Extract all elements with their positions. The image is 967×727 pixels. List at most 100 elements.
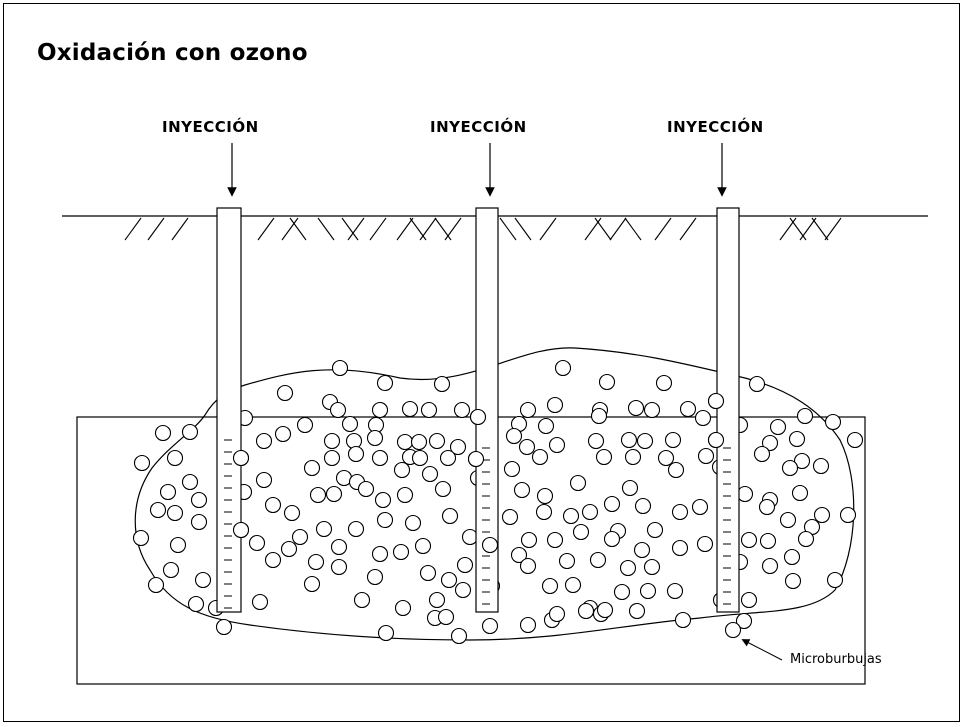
microbubble <box>255 471 273 489</box>
ground-hatch <box>257 217 275 241</box>
microbubble <box>674 611 692 629</box>
microbubble <box>510 546 528 564</box>
microbubble <box>520 531 538 549</box>
microbubble <box>531 448 549 466</box>
ground-hatch <box>341 217 359 241</box>
microbubble <box>619 559 637 577</box>
microbubble <box>149 501 167 519</box>
microbubble <box>248 534 266 552</box>
microbubble <box>562 507 580 525</box>
microbubble <box>276 384 294 402</box>
microbubble <box>595 448 613 466</box>
microbubble <box>707 431 725 449</box>
microbubble <box>666 582 684 600</box>
microbubble <box>280 540 298 558</box>
ground-hatch <box>654 217 672 241</box>
microbubble <box>740 531 758 549</box>
microbubble <box>376 511 394 529</box>
ground-hatch <box>584 217 602 241</box>
microbubble <box>453 401 471 419</box>
microbubble <box>147 576 165 594</box>
microbubble <box>411 449 429 467</box>
diagram-title: Oxidación con ozono <box>37 40 308 66</box>
ground-hatch <box>369 217 387 241</box>
microbubble <box>643 401 661 419</box>
microbubble <box>812 457 830 475</box>
microbubble <box>541 577 559 595</box>
microbubble <box>519 401 537 419</box>
microbubble <box>396 486 414 504</box>
microbubble <box>232 521 250 539</box>
ground-hatch <box>799 217 817 241</box>
microbubble <box>454 581 472 599</box>
ground-hatch <box>514 217 532 241</box>
microbubble <box>548 436 566 454</box>
microbubble <box>797 530 815 548</box>
microbubble <box>758 498 776 516</box>
microbubble <box>657 449 675 467</box>
microbubble <box>572 523 590 541</box>
microbubbles <box>132 359 864 645</box>
microbubble <box>315 520 333 538</box>
microbubble <box>501 508 519 526</box>
ground-hatch <box>409 217 427 241</box>
microbubble <box>469 408 487 426</box>
microbubble <box>581 503 599 521</box>
microbubble <box>194 571 212 589</box>
microbubble <box>569 474 587 492</box>
microbubble <box>779 511 797 529</box>
microbubble <box>154 424 172 442</box>
ground-hatch <box>811 217 829 241</box>
microbubble <box>410 433 428 451</box>
microbubble <box>232 449 250 467</box>
microbubble <box>627 399 645 417</box>
microbubble <box>331 359 349 377</box>
microbubble <box>461 528 479 546</box>
microbubble <box>215 618 233 636</box>
microbubble <box>274 425 292 443</box>
microbubble <box>264 496 282 514</box>
microbubble <box>309 486 327 504</box>
microbubble <box>826 571 844 589</box>
microbubble <box>519 616 537 634</box>
microbubble <box>537 417 555 435</box>
microbubble <box>291 528 309 546</box>
microbubble <box>419 564 437 582</box>
microbubble <box>283 504 301 522</box>
microbubble <box>784 572 802 590</box>
microbubble <box>433 375 451 393</box>
microbubble <box>325 485 343 503</box>
microbubble <box>603 495 621 513</box>
microbubble <box>839 506 857 524</box>
microbubble <box>598 373 616 391</box>
microbubble <box>396 433 414 451</box>
microbubble <box>518 438 536 456</box>
microbubble <box>353 591 371 609</box>
microbubble <box>636 432 654 450</box>
microbubble <box>634 497 652 515</box>
microbubble <box>589 551 607 569</box>
microbubble <box>437 608 455 626</box>
microbubble <box>554 359 572 377</box>
microbubble <box>696 535 714 553</box>
microbubbles-label: Microburbujas <box>790 652 882 667</box>
microbubble <box>347 445 365 463</box>
microbubble <box>633 541 651 559</box>
injection-well-right <box>716 207 740 613</box>
microbubble <box>535 503 553 521</box>
microbubble <box>793 452 811 470</box>
microbubble <box>546 396 564 414</box>
microbubble <box>393 461 411 479</box>
microbubble <box>450 627 468 645</box>
microbubble <box>376 374 394 392</box>
microbubble <box>646 521 664 539</box>
microbubble <box>449 438 467 456</box>
ground-hatch <box>499 217 517 241</box>
microbubble <box>323 432 341 450</box>
microbubble <box>624 448 642 466</box>
microbubble <box>667 461 685 479</box>
microbubble <box>404 514 422 532</box>
microbubble <box>846 431 864 449</box>
microbubble <box>251 593 269 611</box>
microbubble <box>613 583 631 601</box>
